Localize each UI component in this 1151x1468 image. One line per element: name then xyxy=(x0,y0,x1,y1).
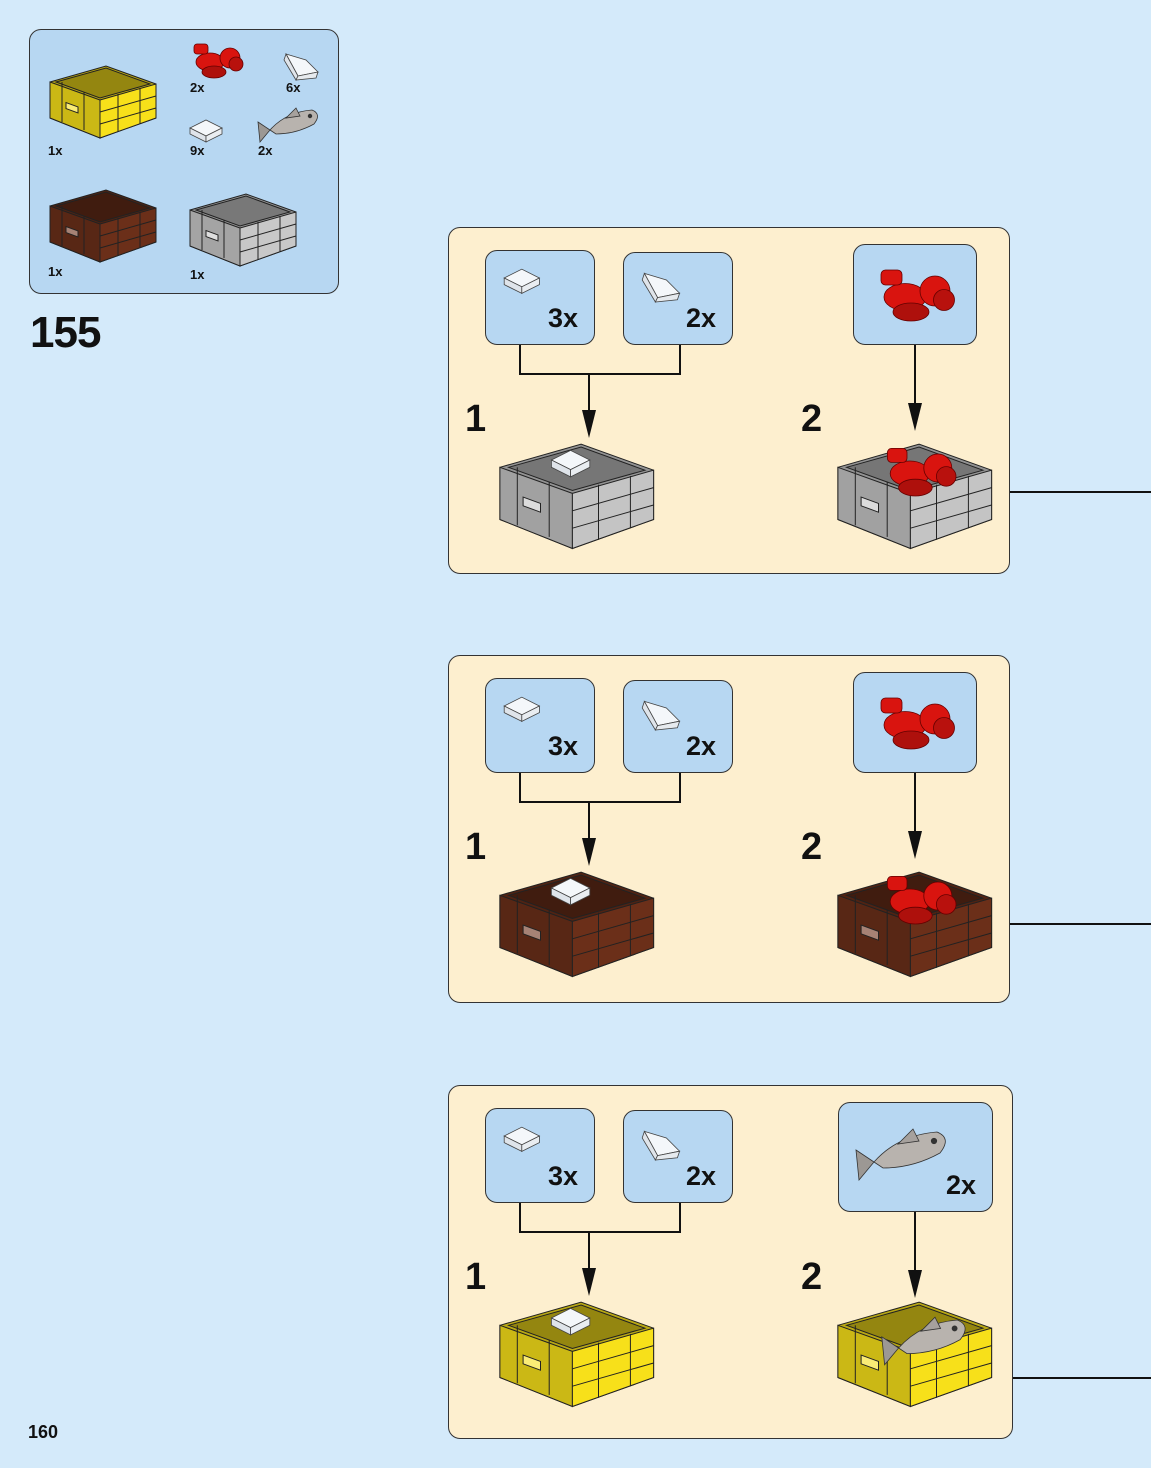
callout-qty: 2x xyxy=(685,303,716,333)
callout-box xyxy=(853,244,977,345)
brown-crate-icon xyxy=(49,189,157,263)
callout-qty: 2x xyxy=(685,731,716,761)
callout-box: 2x xyxy=(623,1110,733,1203)
substep-panel: 3x 2x 1 2 xyxy=(448,227,1010,574)
callout-box: 2x xyxy=(623,680,733,773)
arrow-down-icon xyxy=(908,345,922,431)
clear-slope-icon xyxy=(641,700,681,731)
substep-label: 2 xyxy=(801,1256,823,1298)
callout-bracket xyxy=(519,1231,681,1233)
clear-slope-icon xyxy=(641,1130,681,1161)
arrow-down-icon xyxy=(908,773,922,859)
callout-bracket xyxy=(679,1203,681,1233)
callout-box: 2x xyxy=(838,1102,993,1212)
part-qty: 6x xyxy=(286,80,301,95)
callout-qty: 2x xyxy=(685,1161,716,1191)
substep-label: 1 xyxy=(465,398,487,440)
arrow-down-icon xyxy=(908,1212,922,1298)
callout-qty: 3x xyxy=(547,303,578,333)
lobster-icon xyxy=(193,43,244,79)
substep-label: 2 xyxy=(801,826,823,868)
clear-tile-icon xyxy=(550,877,591,906)
arrow-down-icon xyxy=(582,1232,596,1296)
substep-panel: 3x 2x 2x 1 2 xyxy=(448,1085,1013,1439)
clear-tile-icon xyxy=(503,696,541,723)
part-qty: 1x xyxy=(48,264,63,279)
substep-panel: 3x 2x 1 2 xyxy=(448,655,1010,1003)
callout-qty: 3x xyxy=(547,1161,578,1191)
step-number: 155 xyxy=(30,308,101,357)
crate-icon xyxy=(499,1301,655,1408)
parts-list: 1x 2x 6x 9x 2x 1x xyxy=(29,29,339,294)
panel-connector-line xyxy=(1010,491,1151,493)
clear-slope-icon xyxy=(641,272,681,303)
part-qty: 2x xyxy=(190,80,205,95)
part-qty: 2x xyxy=(258,143,273,158)
crate-icon xyxy=(499,871,655,978)
part-qty: 9x xyxy=(190,143,205,158)
arrow-down-icon xyxy=(582,802,596,866)
clear-tile-icon xyxy=(550,1307,591,1336)
callout-box: 2x xyxy=(623,252,733,345)
callout-box: 3x xyxy=(485,1108,595,1203)
callout-bracket xyxy=(679,345,681,375)
substep-label: 2 xyxy=(801,398,823,440)
clear-slope-icon xyxy=(283,53,319,81)
callout-box: 3x xyxy=(485,250,595,345)
callout-bracket xyxy=(519,773,521,803)
lobster-icon xyxy=(886,447,957,497)
fish-icon xyxy=(855,1128,946,1181)
callout-bracket xyxy=(519,373,681,375)
part-qty: 1x xyxy=(48,143,63,158)
lobster-icon xyxy=(886,875,957,925)
callout-box xyxy=(853,672,977,773)
panel-connector-line xyxy=(1013,1377,1151,1379)
page-number: 160 xyxy=(28,1422,59,1442)
callout-qty: 3x xyxy=(547,731,578,761)
callout-bracket xyxy=(519,1203,521,1233)
grey-crate-icon xyxy=(189,193,297,267)
clear-tile-icon xyxy=(503,1126,541,1153)
yellow-crate-icon xyxy=(49,65,157,139)
callout-bracket xyxy=(519,345,521,375)
panel-connector-line xyxy=(1010,923,1151,925)
lobster-icon xyxy=(880,697,955,750)
callout-box: 3x xyxy=(485,678,595,773)
clear-tile-icon xyxy=(550,449,591,478)
substep-label: 1 xyxy=(465,1256,487,1298)
part-qty: 1x xyxy=(190,267,205,282)
substep-label: 1 xyxy=(465,826,487,868)
lobster-icon xyxy=(880,269,955,322)
arrow-down-icon xyxy=(582,374,596,438)
fish-icon xyxy=(257,107,318,143)
fish-icon xyxy=(881,1316,966,1366)
callout-bracket xyxy=(679,773,681,803)
clear-tile-icon xyxy=(503,268,541,295)
crate-icon xyxy=(499,443,655,550)
clear-tile-icon xyxy=(189,119,223,143)
callout-qty: 2x xyxy=(945,1170,976,1200)
callout-bracket xyxy=(519,801,681,803)
